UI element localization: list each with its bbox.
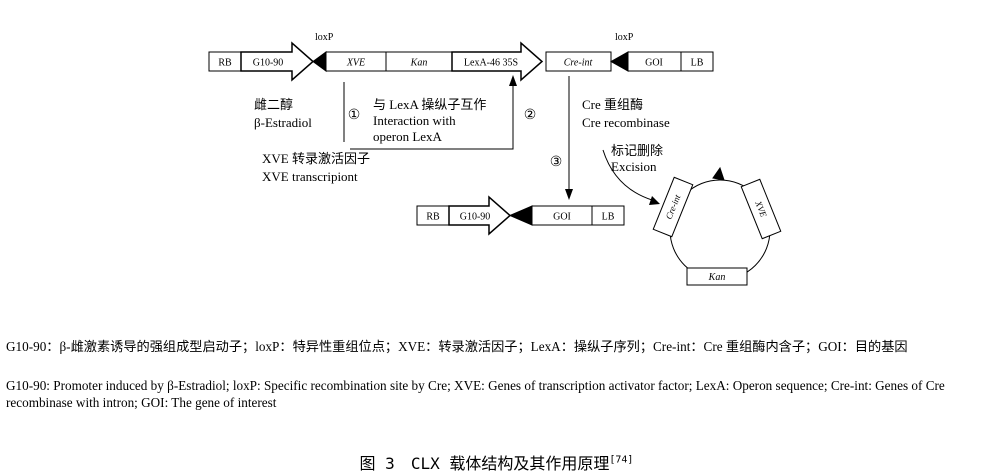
- result-lb-label: LB: [602, 212, 615, 223]
- estradiol-en-label: β-Estradiol: [254, 115, 312, 130]
- estradiol-zh-label: 雌二醇: [254, 97, 293, 112]
- step2-arrow-line: [350, 84, 514, 150]
- cre-recombinase-en-label: Cre recombinase: [582, 115, 670, 130]
- step3-arrowhead: [565, 189, 573, 200]
- circle-kan-box: [686, 267, 748, 286]
- rb-label: RB: [218, 58, 232, 69]
- cre-recombinase-zh-label: Cre 重组酶: [582, 97, 643, 112]
- result-loxp-triangle: [508, 205, 533, 226]
- result-lb-box: [591, 205, 625, 226]
- promoter-label: G10-90: [253, 58, 284, 69]
- xve-activator-en-label: XVE transcripiont: [262, 169, 358, 184]
- result-rb-label: RB: [426, 212, 440, 223]
- lexa-interaction-en-label-1: Interaction with: [373, 113, 456, 128]
- excision-zh-label: 标记删除: [611, 143, 663, 158]
- xve-activator-zh-label: XVE 转录激活因子: [262, 151, 370, 166]
- figure-title-ref: [74]: [609, 454, 634, 466]
- caption-chinese: G10-90：β-雌激素诱导的强组成型启动子；loxP：特异性重组位点；XVE：…: [6, 339, 908, 354]
- lexa-interaction-zh-label: 与 LexA 操纵子互作: [373, 97, 486, 112]
- loxp-left-label: loxP: [315, 32, 334, 43]
- g10-90-promoter-arrow: [240, 41, 315, 82]
- figure-title-text: 图 3 CLX 载体结构及其作用原理: [359, 454, 610, 473]
- clx-vector-diagram: loxP loxP RB G10-90 XVE Kan LexA-46 35S …: [208, 32, 782, 286]
- cre-int-label: Cre-int: [564, 58, 593, 69]
- lexa-label: LexA-46 35S: [464, 58, 518, 69]
- caption-english: G10-90: Promoter induced by β-Estradiol;…: [6, 378, 945, 410]
- goi-label: GOI: [645, 58, 663, 69]
- excision-arrow-curve: [602, 149, 653, 201]
- result-promoter-label: G10-90: [460, 212, 491, 223]
- circle-xve-box: [740, 178, 782, 240]
- lb-label: LB: [691, 58, 704, 69]
- lexa-interaction-en-label-2: operon LexA: [373, 129, 443, 144]
- loxp-right-label: loxP: [615, 32, 634, 43]
- figure-title: 图 3 CLX 载体结构及其作用原理[74]: [0, 450, 993, 474]
- loxp-left-triangle: [312, 51, 327, 72]
- excision-en-label: Excision: [611, 159, 657, 174]
- step2-arrowhead: [509, 75, 517, 86]
- lb-box: [680, 51, 714, 72]
- circle-kan-label: Kan: [708, 272, 726, 283]
- lexa-35s-arrow: [451, 41, 544, 82]
- xve-label: XVE: [346, 58, 365, 69]
- result-goi-label: GOI: [553, 212, 571, 223]
- step1-number: ①: [348, 108, 361, 123]
- loxp-right-triangle: [609, 51, 629, 72]
- result-g10-90-promoter-arrow: [448, 195, 512, 236]
- step2-number: ②: [524, 108, 537, 123]
- kan-label: Kan: [410, 58, 428, 69]
- step3-number: ③: [550, 155, 563, 170]
- excision-arrowhead: [649, 196, 660, 205]
- circle-loxp-triangle: [712, 166, 725, 181]
- circle-cre-int-box: [652, 176, 694, 238]
